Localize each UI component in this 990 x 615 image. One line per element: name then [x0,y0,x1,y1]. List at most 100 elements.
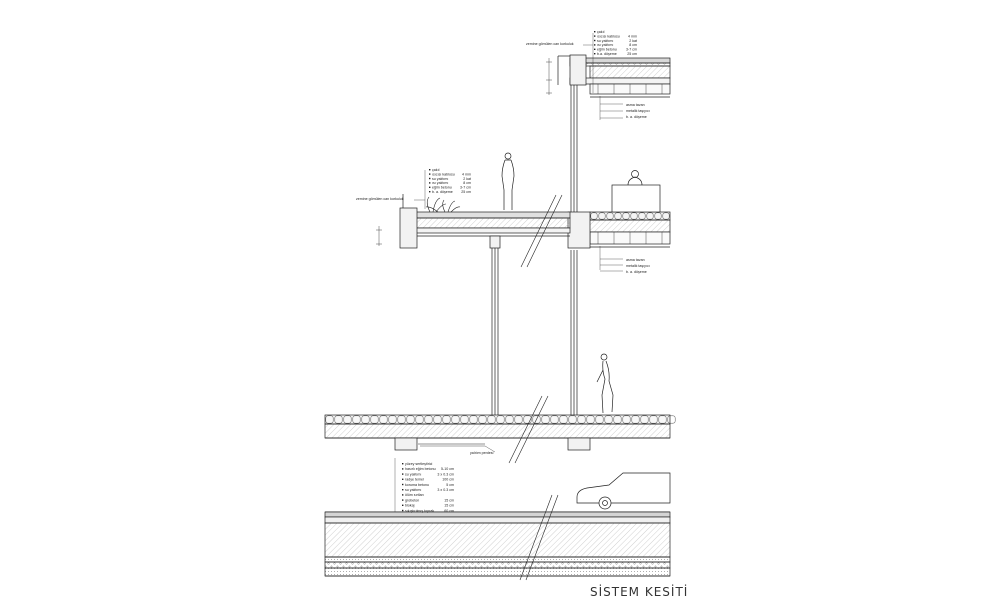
layer-bullet [594,31,596,33]
layer-thickness: 25 cm [627,52,637,56]
floor-slat [613,415,622,424]
ceiling-item: asma tavan [626,258,645,262]
layer-bullet [429,186,431,188]
layer-name: b. a. döşeme [432,190,453,194]
layer-bullet [594,39,596,42]
layer-thickness: 15 cm [444,504,454,508]
floor-slat [568,415,577,424]
floor-slat [523,415,532,424]
top-roof-labels: zemine gömülen can korkuluk çakılısıcısı… [526,30,650,119]
layer-name: su yalıtımı [405,472,421,476]
floor-slat [379,415,388,424]
floor-slat [532,415,541,424]
layer-name: radye temel [405,478,424,482]
layer-bullet [429,169,431,171]
floor-slat [658,415,667,424]
layer-thickness: 25 cm [461,190,471,194]
floor-slat [343,415,352,424]
ceiling-item: asma tavan [626,103,645,107]
layer-bullet [402,494,404,496]
layer-thickness: 3-7 cm [626,48,637,52]
floor-slat [334,415,343,424]
floor-slat [667,415,676,424]
floor-slat [595,415,604,424]
floor-slat [649,415,658,424]
floor-slat [514,415,523,424]
layer-thickness: 5-10 cm [441,467,454,471]
floor-slat [505,415,514,424]
layer-thickness: 8 cm [629,43,637,47]
floor-slat [630,212,638,220]
leader-lines [394,33,623,512]
floor-slat [590,212,598,220]
layer-name: eğim betonu [597,48,617,52]
floor-slat [622,415,631,424]
top-railing-label: zemine gömülen can korkuluk [526,42,574,46]
layer-name: su yalıtımı [597,39,613,43]
layer-name: ısı yalıtımı [432,181,448,185]
floor-slat [487,415,496,424]
floor-slat [622,212,630,220]
car [576,472,671,510]
layer-name: blokaj [405,504,415,508]
layer-thickness: 4 mm [462,172,471,176]
floor-slat [614,212,622,220]
mid-floor-right [567,170,671,249]
layer-bullet [402,468,404,470]
floor-slat [604,415,613,424]
floor-slat [586,415,595,424]
layer-thickness: 3-7 cm [460,186,471,190]
floor-slat [442,415,451,424]
floor-slat [559,415,568,424]
floor-slat [541,415,550,424]
ground-floor-slab [324,353,676,451]
floor-slat [577,415,586,424]
raft-foundation [324,511,671,577]
floor-slat [469,415,478,424]
layer-name: çakıl [597,30,605,34]
floor-slat [325,415,334,424]
layer-name: eğim betonu [432,186,452,190]
layer-name: çakıl [432,168,440,172]
layer-name: su yalıtımı [432,177,448,181]
layer-bullet [402,509,404,512]
layer-bullet [594,53,596,55]
layer-name: b.a. döşeme [597,52,617,56]
layer-bullet [594,35,596,37]
layer-name: yüzey sertleştirici [405,462,433,466]
layer-name: ölüm sırtları [405,493,424,497]
layer-bullet [429,173,431,175]
layer-bullet [402,483,404,486]
layer-name: grobeton [405,498,419,502]
floor-slat [388,415,397,424]
floor-slat [361,415,370,424]
floor-slat [646,212,654,220]
floor-slat [460,415,469,424]
ceiling-item: b. a. döşeme [626,270,647,274]
layer-bullet [429,182,431,184]
layer-bullet [594,44,596,46]
ceiling-item: b. a. döşeme [626,115,647,119]
layer-thickness: 4 mm [628,34,637,38]
mid-terrace-left [376,152,571,249]
layer-thickness: 3 x 0.3 cm [437,472,454,476]
layer-bullet [402,504,404,506]
layer-name: ısıcısı kablosu [597,34,620,38]
layer-name: ısıcısı kablosu [432,172,455,176]
floor-slat [640,415,649,424]
floor-slat [406,415,415,424]
layer-bullet [594,48,596,50]
floor-slat [550,415,559,424]
break-lines [508,194,563,581]
floor-slat [451,415,460,424]
ceiling-item: metalik taşıyıcı [626,264,650,268]
layer-bullet [402,499,404,501]
layer-bullet [429,177,431,180]
top-slab [546,54,671,98]
layer-bullet [402,473,404,475]
layer-thickness: 2 kat [463,177,471,181]
layer-name: ısı yalıtımı [597,43,613,47]
mid-railing-label: zemine gömülen can korkuluk [356,197,404,201]
